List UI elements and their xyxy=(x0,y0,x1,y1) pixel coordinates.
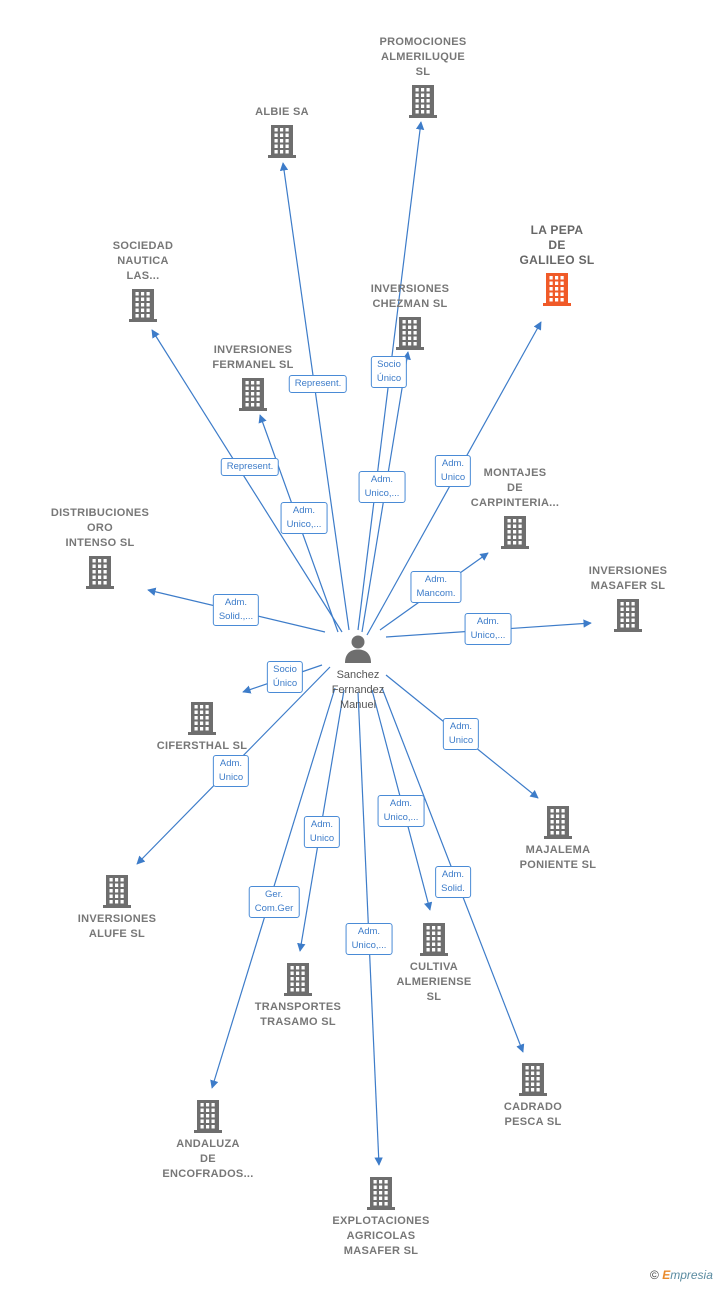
relation-label-albie[interactable]: Represent. xyxy=(288,375,348,393)
building-icon xyxy=(396,317,424,350)
building-icon xyxy=(284,963,312,996)
company-label: DISTRIBUCIONES ORO INTENSO SL xyxy=(50,507,150,549)
building-icon xyxy=(86,556,114,589)
relation-label-majalema[interactable]: Adm. Unico xyxy=(442,718,480,750)
relation-label-masafer[interactable]: Adm. Unico,... xyxy=(464,613,512,645)
person-node[interactable]: Sanchez Fernandez Manuel xyxy=(313,633,403,713)
building-icon xyxy=(519,1063,547,1096)
company-node-albie[interactable]: ALBIE SA xyxy=(217,105,347,158)
person-icon xyxy=(345,635,371,663)
building-icon xyxy=(268,125,296,158)
relation-label-explotaciones[interactable]: Adm. Unico,... xyxy=(345,923,393,955)
company-label: MONTAJES DE CARPINTERIA... xyxy=(470,467,560,509)
building-icon xyxy=(194,1100,222,1133)
building-icon xyxy=(614,599,642,632)
company-node-explotaciones[interactable]: EXPLOTACIONES AGRICOLAS MASAFER SL xyxy=(316,1176,446,1259)
relation-label-cifersthal[interactable]: Socio Único xyxy=(266,661,304,693)
company-label: SOCIEDAD NAUTICA LAS... xyxy=(112,240,174,282)
company-label: PROMOCIONES ALMERILUQUE SL xyxy=(379,36,467,78)
edge-sociedad xyxy=(151,329,343,633)
company-node-majalema[interactable]: MAJALEMA PONIENTE SL xyxy=(493,805,623,873)
relation-label-montajes[interactable]: Adm. Mancom. xyxy=(410,571,462,603)
relation-label-cadrado[interactable]: Adm. Solid. xyxy=(435,866,471,898)
company-node-andaluza[interactable]: ANDALUZA DE ENCOFRADOS... xyxy=(143,1099,273,1182)
company-label: INVERSIONES CHEZMAN SL xyxy=(370,283,450,310)
company-node-promociones[interactable]: PROMOCIONES ALMERILUQUE SL xyxy=(358,35,488,118)
company-label: ALBIE SA xyxy=(255,106,309,118)
company-node-chezman[interactable]: INVERSIONES CHEZMAN SL xyxy=(345,282,475,350)
company-node-montajes[interactable]: MONTAJES DE CARPINTERIA... xyxy=(450,466,580,549)
relation-label-sociedad[interactable]: Represent. xyxy=(220,458,280,476)
empresia-credit: © Empresia xyxy=(650,1268,713,1282)
relation-label-trasamo[interactable]: Adm. Unico xyxy=(303,816,341,848)
building-icon xyxy=(420,923,448,956)
copyright-symbol: © xyxy=(650,1268,659,1282)
building-icon xyxy=(129,289,157,322)
company-label: ANDALUZA DE ENCOFRADOS... xyxy=(162,1138,254,1180)
relation-label-lapepa[interactable]: Adm. Unico xyxy=(434,455,472,487)
brand-name: mpresia xyxy=(670,1268,713,1282)
building-icon xyxy=(367,1177,395,1210)
building-icon xyxy=(544,806,572,839)
company-label: CIFERSTHAL SL xyxy=(156,740,248,752)
building-icon xyxy=(543,273,571,306)
company-label: EXPLOTACIONES AGRICOLAS MASAFER SL xyxy=(332,1215,430,1257)
company-label: CADRADO PESCA SL xyxy=(503,1101,563,1128)
company-label: INVERSIONES ALUFE SL xyxy=(77,913,157,940)
company-node-distribuciones[interactable]: DISTRIBUCIONES ORO INTENSO SL xyxy=(35,506,165,589)
company-node-lapepa[interactable]: LA PEPA DE GALILEO SL xyxy=(492,223,622,306)
company-node-masafer[interactable]: INVERSIONES MASAFER SL xyxy=(563,564,693,632)
relation-label-promociones[interactable]: Socio Único xyxy=(370,356,408,388)
company-label: LA PEPA DE GALILEO SL xyxy=(519,223,595,267)
company-node-cultiva[interactable]: CULTIVA ALMERIENSE SL xyxy=(369,922,499,1005)
company-node-sociedad[interactable]: SOCIEDAD NAUTICA LAS... xyxy=(78,239,208,322)
building-icon xyxy=(239,378,267,411)
company-label: TRANSPORTES TRASAMO SL xyxy=(254,1001,342,1028)
company-node-cadrado[interactable]: CADRADO PESCA SL xyxy=(468,1062,598,1130)
company-label: INVERSIONES FERMANEL SL xyxy=(212,344,294,371)
company-label: INVERSIONES MASAFER SL xyxy=(588,565,668,592)
building-icon xyxy=(409,85,437,118)
relation-label-fermanel[interactable]: Adm. Unico,... xyxy=(280,502,328,534)
brand-initial: E xyxy=(662,1268,671,1282)
building-icon xyxy=(103,875,131,908)
company-label: MAJALEMA PONIENTE SL xyxy=(519,844,597,871)
company-node-cifersthal[interactable]: CIFERSTHAL SL xyxy=(137,701,267,754)
building-icon xyxy=(188,702,216,735)
company-label: CULTIVA ALMERIENSE SL xyxy=(396,961,472,1003)
edge-albie xyxy=(279,162,350,631)
company-node-fermanel[interactable]: INVERSIONES FERMANEL SL xyxy=(188,343,318,411)
person-name: Sanchez Fernandez Manuel xyxy=(331,669,385,711)
company-node-alufe[interactable]: INVERSIONES ALUFE SL xyxy=(52,874,182,942)
relation-label-cultiva[interactable]: Adm. Unico,... xyxy=(377,795,425,827)
relation-label-distribuciones[interactable]: Adm. Solid.,... xyxy=(212,594,260,626)
company-node-trasamo[interactable]: TRANSPORTES TRASAMO SL xyxy=(233,962,363,1030)
building-icon xyxy=(501,516,529,549)
relation-label-chezman[interactable]: Adm. Unico,... xyxy=(358,471,406,503)
relation-label-andaluza[interactable]: Ger. Com.Ger xyxy=(248,886,300,918)
relation-label-alufe[interactable]: Adm. Unico xyxy=(212,755,250,787)
